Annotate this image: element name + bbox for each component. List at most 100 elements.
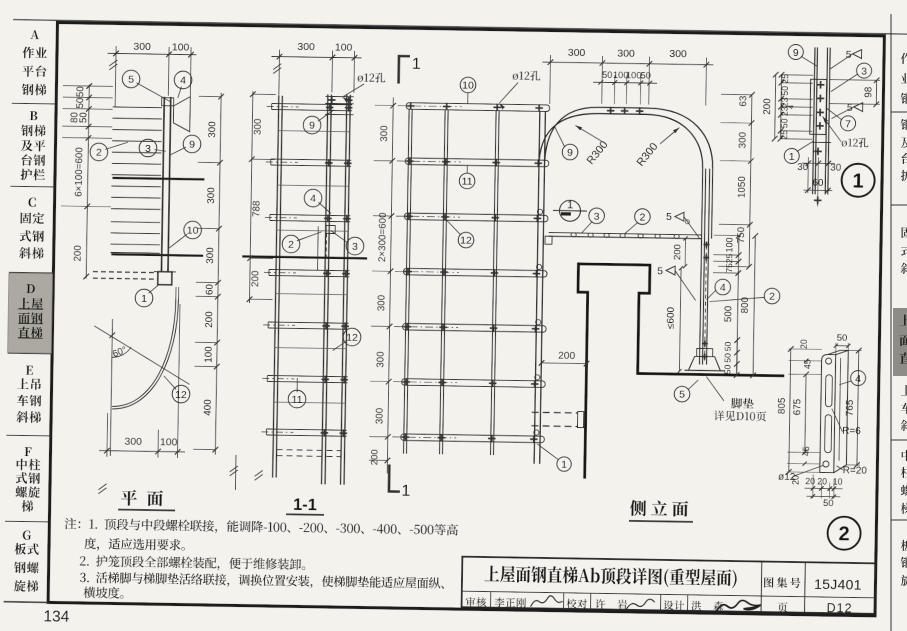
svg-text:300: 300 [617, 47, 635, 59]
svg-text:300: 300 [133, 41, 151, 53]
svg-text:11: 11 [291, 394, 302, 406]
svg-text:3: 3 [352, 241, 358, 253]
svg-text:100: 100 [724, 237, 734, 252]
svg-text:ø12: ø12 [778, 472, 796, 483]
svg-text:9: 9 [309, 120, 315, 132]
svg-text:300: 300 [124, 436, 142, 448]
svg-text:2: 2 [639, 211, 645, 223]
svg-text:4: 4 [180, 75, 186, 87]
svg-text:11: 11 [462, 176, 473, 188]
svg-text:1: 1 [852, 170, 863, 192]
svg-text:50: 50 [75, 86, 86, 98]
svg-text:15J401: 15J401 [814, 576, 862, 593]
svg-text:60°: 60° [111, 344, 129, 360]
svg-text:2: 2 [288, 239, 294, 251]
svg-text:100: 100 [626, 70, 642, 80]
svg-text:3: 3 [594, 211, 600, 223]
svg-text:300: 300 [207, 121, 218, 138]
svg-text:50: 50 [75, 97, 86, 109]
svg-text:≤600: ≤600 [666, 306, 677, 329]
svg-text:50: 50 [722, 364, 732, 374]
svg-text:60: 60 [812, 178, 824, 189]
svg-text:45: 45 [802, 359, 812, 369]
svg-text:4: 4 [855, 373, 861, 385]
svg-text:1: 1 [412, 56, 421, 73]
svg-text:100: 100 [203, 346, 214, 363]
svg-text:5: 5 [666, 211, 672, 223]
svg-text:765: 765 [845, 399, 856, 416]
svg-text:25: 25 [780, 74, 790, 84]
svg-text:750: 750 [736, 226, 747, 243]
svg-text:50: 50 [779, 118, 789, 128]
svg-text:400: 400 [202, 399, 213, 416]
svg-text:23: 23 [779, 106, 789, 116]
svg-text:300: 300 [206, 187, 217, 204]
svg-text:800: 800 [740, 296, 751, 313]
svg-text:50: 50 [723, 341, 733, 351]
svg-text:9: 9 [793, 47, 799, 59]
svg-text:R=6: R=6 [842, 426, 861, 437]
svg-text:1: 1 [561, 459, 567, 471]
svg-text:5: 5 [847, 102, 853, 114]
svg-text:300: 300 [375, 407, 386, 424]
svg-text:12: 12 [175, 389, 187, 401]
svg-text:788: 788 [251, 200, 262, 217]
svg-text:1: 1 [789, 151, 795, 163]
svg-text:30: 30 [830, 163, 842, 174]
svg-text:20: 20 [799, 339, 809, 349]
svg-text:300: 300 [297, 41, 315, 53]
svg-text:45: 45 [801, 446, 811, 456]
svg-text:20: 20 [817, 476, 827, 486]
svg-text:300: 300 [376, 294, 387, 311]
svg-text:10: 10 [187, 225, 199, 237]
svg-text:200: 200 [204, 311, 215, 328]
svg-text:100: 100 [172, 41, 190, 53]
svg-text:675: 675 [792, 398, 803, 415]
svg-text:63: 63 [738, 95, 749, 107]
svg-text:300: 300 [568, 47, 586, 59]
svg-text:1: 1 [401, 483, 410, 500]
svg-text:200: 200 [250, 270, 261, 287]
svg-text:9: 9 [567, 147, 573, 159]
svg-text:2×300=600: 2×300=600 [377, 212, 389, 262]
svg-text:5: 5 [128, 74, 134, 86]
svg-text:5: 5 [657, 265, 663, 277]
svg-text:300: 300 [379, 125, 390, 142]
svg-text:200: 200 [672, 244, 683, 260]
svg-text:134: 134 [43, 608, 70, 625]
svg-text:23: 23 [780, 97, 790, 107]
svg-text:3: 3 [861, 65, 867, 77]
svg-text:75: 75 [724, 263, 734, 273]
svg-text:100: 100 [613, 70, 629, 80]
svg-text:25: 25 [779, 130, 789, 140]
svg-text:200: 200 [558, 351, 576, 362]
svg-text:200: 200 [762, 98, 773, 115]
svg-text:20: 20 [805, 476, 815, 486]
svg-text:5: 5 [846, 49, 852, 61]
svg-text:60: 60 [204, 283, 215, 295]
svg-text:4: 4 [720, 282, 726, 294]
svg-text:98: 98 [863, 86, 874, 98]
svg-text:500: 500 [723, 305, 734, 322]
svg-text:1050: 1050 [737, 176, 748, 199]
svg-text:4: 4 [310, 193, 316, 205]
svg-text:50: 50 [78, 112, 89, 124]
svg-text:1: 1 [141, 293, 147, 305]
svg-text:4: 4 [786, 105, 795, 109]
svg-text:20: 20 [791, 475, 801, 485]
svg-text:50: 50 [602, 70, 613, 80]
svg-text:50: 50 [640, 70, 651, 80]
svg-text:10: 10 [462, 80, 474, 92]
svg-text:12: 12 [460, 235, 472, 247]
svg-text:300: 300 [375, 351, 386, 368]
svg-text:1-1: 1-1 [293, 496, 317, 514]
svg-text:6×100=600: 6×100=600 [74, 147, 86, 197]
svg-text:100: 100 [335, 42, 353, 54]
svg-text:50: 50 [722, 353, 732, 363]
svg-text:3: 3 [145, 143, 151, 155]
svg-text:2: 2 [838, 523, 849, 545]
svg-text:300: 300 [253, 118, 264, 135]
svg-text:200: 200 [73, 245, 84, 262]
svg-text:50: 50 [823, 498, 834, 509]
svg-text:50: 50 [780, 86, 790, 96]
